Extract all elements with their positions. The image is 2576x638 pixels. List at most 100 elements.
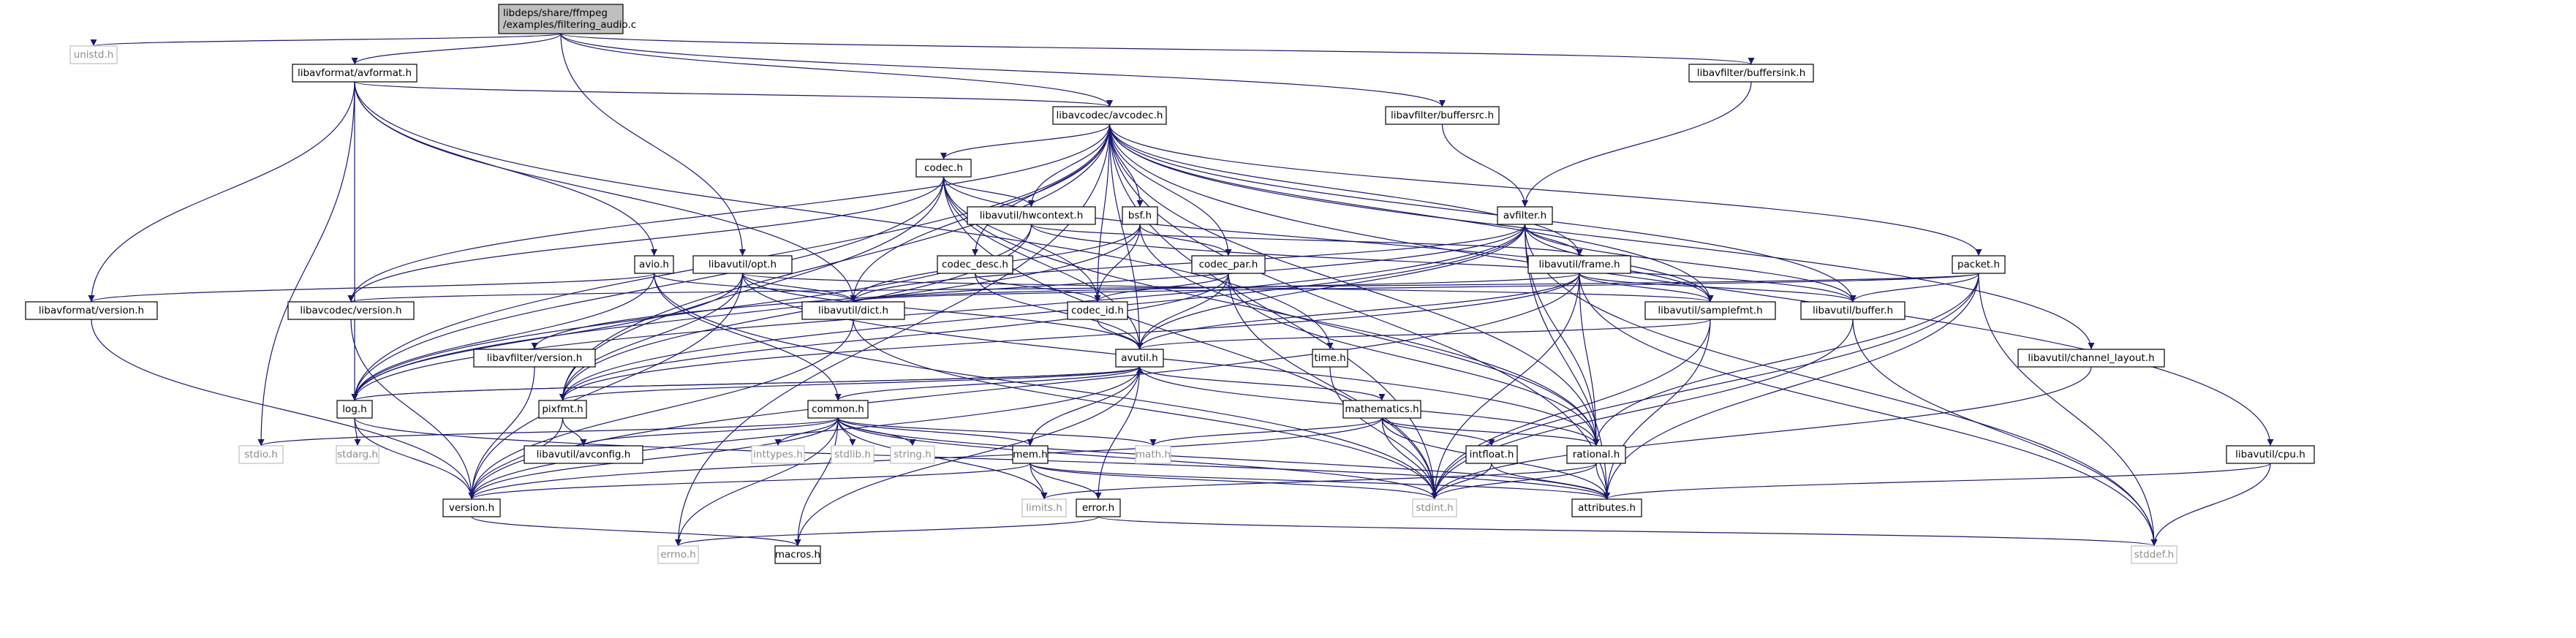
edge-hwcontext-to-frame <box>1030 224 1583 257</box>
node-pixfmt[interactable]: pixfmt.h <box>538 400 587 419</box>
node-stdarg: stdarg.h <box>336 445 379 464</box>
edge-filtering_audio-to-avcodec <box>560 33 1113 107</box>
node-stdint: stdint.h <box>1412 498 1457 517</box>
node-hwcontext[interactable]: libavutil/hwcontext.h <box>967 206 1096 225</box>
node-channel_layout[interactable]: libavutil/channel_layout.h <box>2017 349 2165 368</box>
edge-avcodec-to-channel_layout <box>1108 124 2095 350</box>
node-label-avconfig: libavutil/avconfig.h <box>537 449 631 460</box>
node-common[interactable]: common.h <box>807 400 869 419</box>
node-buffer[interactable]: libavutil/buffer.h <box>1800 301 1905 320</box>
node-avformat[interactable]: libavformat/avformat.h <box>292 64 418 83</box>
edge-time-to-stdint <box>1329 366 1438 500</box>
edge-avutil-to-error <box>1095 366 1141 500</box>
node-avformat_version[interactable]: libavformat/version.h <box>25 301 158 320</box>
node-box-cpu <box>2226 445 2315 464</box>
edge-filtering_audio-to-opt <box>560 33 746 257</box>
node-label-bsf: bsf.h <box>1128 210 1152 221</box>
edge-samplefmt-to-avutil <box>1136 319 1711 350</box>
node-dict[interactable]: libavutil/dict.h <box>801 301 905 320</box>
edge-mem-to-avutil <box>1030 366 1143 447</box>
node-avfilter[interactable]: avfilter.h <box>1497 206 1553 225</box>
edge-common-to-errno <box>675 417 839 547</box>
node-box-error <box>1076 498 1121 517</box>
node-log[interactable]: log.h <box>336 400 373 419</box>
node-mathematics[interactable]: mathematics.h <box>1342 400 1421 419</box>
node-box-macros <box>774 545 821 564</box>
edge-frame-to-stdint <box>1431 273 1580 500</box>
node-time[interactable]: time.h <box>1312 349 1348 368</box>
node-box-pixfmt <box>538 400 587 419</box>
edge-buffersrc-to-avfilter <box>1441 124 1528 208</box>
node-box-avconfig <box>524 445 643 464</box>
node-avfilter_version[interactable]: libavfilter/version.h <box>473 349 596 368</box>
node-box-dict <box>801 301 905 320</box>
edge-packet-to-rational <box>1593 273 1979 447</box>
node-buffersrc[interactable]: libavfilter/buffersrc.h <box>1385 106 1500 125</box>
node-label-common: common.h <box>812 403 864 415</box>
edge-packet-to-buffer <box>1849 273 1979 303</box>
node-codec_desc[interactable]: codec_desc.h <box>937 255 1013 274</box>
node-label-codec: codec.h <box>924 162 963 174</box>
edge-packet-to-avcodec_version <box>348 273 1979 303</box>
node-inttypes: inttypes.h <box>751 445 805 464</box>
node-label-filtering_audio: /examples/filtering_audio.c <box>503 19 636 31</box>
node-label-error: error.h <box>1082 502 1114 514</box>
node-box-buffersrc <box>1385 106 1500 125</box>
node-box-avfilter <box>1497 206 1553 225</box>
node-error[interactable]: error.h <box>1076 498 1121 517</box>
node-codec_par[interactable]: codec_par.h <box>1191 255 1266 274</box>
edge-intfloat-to-attributes <box>1491 463 1610 500</box>
node-avconfig[interactable]: libavutil/avconfig.h <box>524 445 643 464</box>
node-box-mathematics <box>1342 400 1421 419</box>
edge-codec-to-stdint <box>943 176 1438 500</box>
edge-opt-to-pixfmt <box>559 273 744 401</box>
edge-hwcontext-to-log <box>351 224 1032 401</box>
edge-packet-to-stddef <box>1978 273 2158 547</box>
node-box-unistd <box>69 45 118 64</box>
node-box-avcodec_version <box>287 301 415 320</box>
node-box-channel_layout <box>2017 349 2165 368</box>
node-attributes[interactable]: attributes.h <box>1571 498 1642 517</box>
node-bsf[interactable]: bsf.h <box>1122 206 1158 225</box>
node-avcodec[interactable]: libavcodec/avcodec.h <box>1052 106 1167 125</box>
node-codec[interactable]: codec.h <box>915 159 972 178</box>
node-packet[interactable]: packet.h <box>1952 255 2006 274</box>
edge-mem-to-error <box>1030 463 1102 500</box>
node-buffersink[interactable]: libavfilter/buffersink.h <box>1688 64 1814 83</box>
node-label-intfloat: intfloat.h <box>1470 449 1514 460</box>
edge-cpu-to-attributes <box>1604 463 2271 500</box>
edge-avfilter-to-pixfmt <box>559 224 1526 401</box>
node-unistd: unistd.h <box>69 45 118 64</box>
node-version[interactable]: version.h <box>442 498 501 517</box>
node-rational[interactable]: rational.h <box>1566 445 1626 464</box>
node-label-avutil: avutil.h <box>1121 352 1157 364</box>
node-label-buffersrc: libavfilter/buffersrc.h <box>1391 110 1494 121</box>
node-mem[interactable]: mem.h <box>1012 445 1049 464</box>
node-samplefmt[interactable]: libavutil/samplefmt.h <box>1644 301 1776 320</box>
edge-packet-to-dict <box>850 273 1979 303</box>
node-avio[interactable]: avio.h <box>634 255 674 274</box>
node-cpu[interactable]: libavutil/cpu.h <box>2226 445 2315 464</box>
edge-buffer-to-stddef <box>1852 319 2158 547</box>
edge-mathematics-to-rational <box>1381 417 1600 447</box>
node-box-common <box>807 400 869 419</box>
edge-mathematics-to-intfloat <box>1381 417 1495 447</box>
node-label-pixfmt: pixfmt.h <box>542 403 583 415</box>
node-label-attributes: attributes.h <box>1578 502 1636 514</box>
edge-opt-to-rational <box>741 273 1600 447</box>
node-intfloat[interactable]: intfloat.h <box>1465 445 1518 464</box>
node-avutil[interactable]: avutil.h <box>1115 349 1164 368</box>
node-filtering_audio[interactable]: libdeps/share/ffmpeg/examples/filtering_… <box>498 4 636 34</box>
node-codec_id[interactable]: codec_id.h <box>1067 301 1128 320</box>
edge-hwcontext-to-buffer <box>1030 224 1857 303</box>
edge-avio-to-log <box>351 273 655 401</box>
node-box-frame <box>1527 255 1631 274</box>
node-opt[interactable]: libavutil/opt.h <box>692 255 793 274</box>
edge-opt-to-dict <box>741 273 857 303</box>
edge-avio-to-stdint <box>653 273 1438 500</box>
node-frame[interactable]: libavutil/frame.h <box>1527 255 1631 274</box>
node-avcodec_version[interactable]: libavcodec/version.h <box>287 301 415 320</box>
node-box-version <box>442 498 501 517</box>
node-label-avcodec_version: libavcodec/version.h <box>300 305 401 316</box>
node-macros[interactable]: macros.h <box>774 545 821 564</box>
